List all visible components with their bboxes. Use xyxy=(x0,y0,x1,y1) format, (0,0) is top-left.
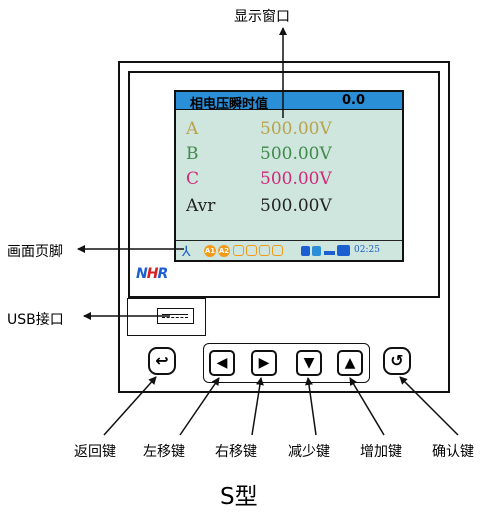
phase-value: 500.00V xyxy=(260,169,332,189)
display-window-label: 显示窗口 xyxy=(234,9,290,25)
phase-label: A xyxy=(186,119,199,139)
confirm-button[interactable]: ↺ xyxy=(383,347,411,375)
phase-value: 500.00V xyxy=(260,196,332,216)
display-bezel xyxy=(128,71,440,298)
reading-row-c: C 500.00V xyxy=(176,169,402,191)
clock-time: 02:25 xyxy=(354,245,380,255)
phase-value: 500.00V xyxy=(260,144,332,164)
logo-letter-r: R xyxy=(157,266,168,282)
right-key-arrow xyxy=(251,377,264,436)
nhr-logo: NHR xyxy=(136,266,168,282)
phase-label: Avr xyxy=(186,196,216,216)
usb-status-icon xyxy=(301,246,310,256)
phase-label: C xyxy=(186,169,200,189)
usb-connector-icon xyxy=(162,314,188,318)
lcd-screen: 相电压瞬时值 0.0 A 500.00V B 500.00V C 500.00V… xyxy=(174,90,404,262)
screen-header: 相电压瞬时值 0.0 xyxy=(176,92,402,112)
model-title: S型 xyxy=(220,484,258,510)
battery-status-icon xyxy=(324,251,335,255)
decrease-key-label: 减少键 xyxy=(288,444,330,460)
alarm-a2-icon: A2 xyxy=(218,245,230,257)
phase-label: B xyxy=(186,144,199,164)
network-status-icon xyxy=(337,245,350,256)
increase-key-label: 增加键 xyxy=(360,444,402,460)
person-icon: ⅄ xyxy=(182,244,191,260)
sdcard-status-icon xyxy=(312,246,321,256)
arrow-key-group xyxy=(203,343,370,383)
logo-letter-h: H xyxy=(146,266,159,282)
channel-4-icon xyxy=(272,245,283,256)
right-key-label: 右移键 xyxy=(215,444,257,460)
page-footer-label: 画面页脚 xyxy=(7,244,63,260)
logo-letter-n: N xyxy=(136,266,148,282)
channel-2-icon xyxy=(246,245,257,256)
alarm-a1-icon: A1 xyxy=(204,245,216,257)
phase-value: 500.00V xyxy=(260,119,332,139)
reading-row-b: B 500.00V xyxy=(176,144,402,166)
screen-header-value: 0.0 xyxy=(342,93,366,108)
usb-port[interactable] xyxy=(157,308,194,324)
right-button[interactable]: ▶ xyxy=(251,350,277,376)
return-key-arrow xyxy=(103,376,157,436)
left-key-label: 左移键 xyxy=(143,444,185,460)
reading-row-a: A 500.00V xyxy=(176,119,402,141)
screen-footer: ⅄ A1 A2 02:25 xyxy=(176,240,402,260)
left-key-arrow xyxy=(179,377,220,436)
channel-1-icon xyxy=(233,245,244,256)
increase-key-arrow xyxy=(349,377,385,436)
left-button[interactable]: ◀ xyxy=(209,350,235,376)
increase-button[interactable]: ▲ xyxy=(337,350,363,376)
confirm-key-label: 确认键 xyxy=(432,444,474,460)
decrease-key-arrow xyxy=(305,377,317,436)
return-key-label: 返回键 xyxy=(74,444,116,460)
usb-port-label: USB接口 xyxy=(7,312,64,328)
return-button[interactable]: ↩ xyxy=(148,347,176,375)
decrease-button[interactable]: ▼ xyxy=(296,350,322,376)
channel-3-icon xyxy=(259,245,270,256)
usb-panel xyxy=(127,298,206,336)
confirm-key-arrow xyxy=(399,376,459,436)
screen-title: 相电压瞬时值 xyxy=(190,97,269,112)
reading-row-avr: Avr 500.00V xyxy=(176,196,402,218)
